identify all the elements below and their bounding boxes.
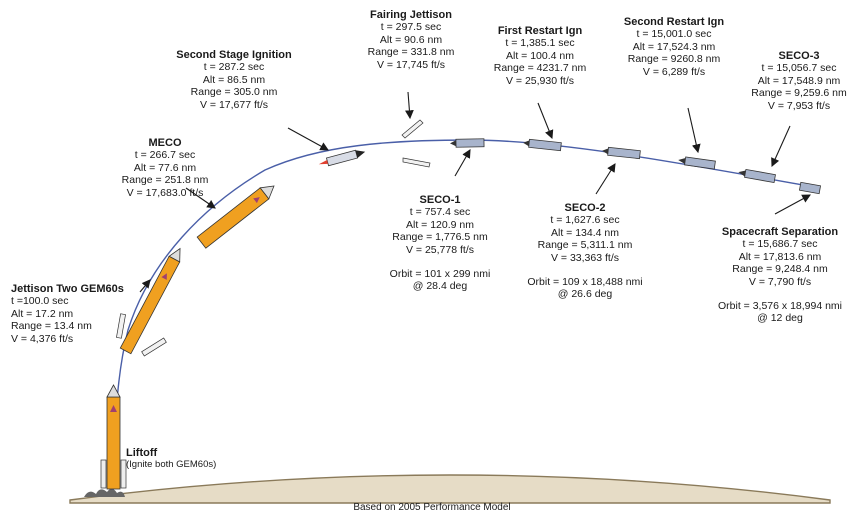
second-restart-arrow [687, 107, 701, 154]
footer-caption: Based on 2005 Performance Model [353, 502, 511, 513]
separation-orbit: Orbit = 3,576 x 18,994 nmi [717, 300, 843, 313]
gem60-jettison-label: Jettison Two GEM60s t =100.0 sec Alt = 1… [11, 283, 124, 345]
seco1-range: Range = 1,776.5 nm [392, 231, 488, 244]
seco2-arrow [595, 163, 616, 195]
separation-range: Range = 9,248.4 nm [732, 263, 828, 276]
seco1-arrow [454, 149, 471, 177]
seco2-title: SECO-2 [564, 202, 606, 214]
seco1-inclination: @ 28.4 deg [412, 280, 468, 293]
liftoff-label: Liftoff (Ignite both GEM60s) [126, 447, 216, 472]
second-stage-ignition-velocity: V = 17,677 ft/s [199, 98, 268, 111]
seco3-range: Range = 9,259.6 nm [751, 87, 847, 100]
second-stage-vehicle [318, 149, 366, 167]
second-stage-ignition-time: t = 287.2 sec [203, 61, 265, 74]
seco1-time: t = 757.4 sec [409, 206, 471, 219]
liftoff-title: Liftoff [126, 447, 158, 459]
separation-vehicle [798, 181, 822, 195]
meco-range: Range = 251.8 nm [121, 174, 209, 187]
gem60-jettison-velocity: V = 4,376 ft/s [11, 332, 74, 345]
fairing-halves [401, 119, 431, 168]
first-restart-alt: Alt = 100.4 nm [506, 49, 574, 62]
second-stage-ignition-label: Second Stage Ignition t = 287.2 sec Alt … [164, 49, 304, 111]
fairing-jettison-velocity: V = 17,745 ft/s [376, 58, 445, 71]
meco-velocity: V = 17,683.0 ft/s [126, 186, 204, 199]
seco1-label: SECO-1 t = 757.4 sec Alt = 120.9 nm Rang… [370, 194, 510, 293]
gem60-jettison-time: t =100.0 sec [11, 295, 69, 308]
first-restart-velocity: V = 25,930 ft/s [505, 74, 574, 87]
first-restart-time: t = 1,385.1 sec [505, 37, 575, 50]
gem60-arrow [139, 279, 151, 293]
second-restart-velocity: V = 6,289 ft/s [642, 65, 706, 78]
seco1-orbit: Orbit = 101 x 299 nmi [389, 268, 491, 281]
seco2-velocity: V = 33,363 ft/s [550, 251, 619, 264]
seco2-label: SECO-2 t = 1,627.6 sec Alt = 134.4 nm Ra… [510, 202, 660, 301]
seco1-velocity: V = 25,778 ft/s [405, 243, 474, 256]
meco-title: MECO [148, 137, 182, 149]
separation-inclination: @ 12 deg [757, 312, 803, 325]
separation-alt: Alt = 17,813.6 nm [738, 250, 822, 263]
earth-surface [69, 474, 831, 504]
first-restart-arrow [537, 102, 554, 140]
fairing-vehicle [450, 138, 485, 148]
seco3-vehicle [738, 168, 776, 184]
first-restart-vehicle [523, 138, 562, 152]
separation-arrow [774, 194, 811, 215]
first-restart-range: Range = 4231.7 nm [493, 62, 587, 75]
meco-alt: Alt = 77.6 nm [133, 161, 197, 174]
meco-time: t = 266.7 sec [134, 149, 196, 162]
second-stage-ignition-title: Second Stage Ignition [176, 49, 292, 61]
gem60-jettison-vehicle [119, 247, 181, 355]
seco2-range: Range = 5,311.1 nm [537, 239, 633, 252]
seco3-alt: Alt = 17,548.9 nm [757, 74, 841, 87]
seco2-inclination: @ 26.6 deg [557, 288, 613, 301]
fairing-arrow [405, 91, 414, 120]
seco3-arrow [771, 125, 791, 168]
separation-title: Spacecraft Separation [721, 226, 839, 238]
jettisoned-gem60-left [116, 313, 126, 339]
separation-time: t = 15,686.7 sec [742, 238, 818, 251]
seco1-title: SECO-1 [419, 194, 461, 206]
liftoff-note: (Ignite both GEM60s) [126, 459, 217, 471]
fairing-jettison-alt: Alt = 90.6 nm [379, 33, 443, 46]
fairing-jettison-time: t = 297.5 sec [380, 21, 442, 34]
second-restart-range: Range = 9260.8 nm [627, 53, 721, 66]
first-restart-title: First Restart Ign [497, 25, 583, 37]
second-stage-ignition-range: Range = 305.0 nm [190, 86, 278, 99]
first-restart-label: First Restart Ign t = 1,385.1 sec Alt = … [480, 25, 600, 87]
second-restart-time: t = 15,001.0 sec [636, 28, 712, 41]
separation-velocity: V = 7,790 ft/s [748, 275, 812, 288]
meco-label: MECO t = 266.7 sec Alt = 77.6 nm Range =… [100, 137, 230, 199]
fairing-jettison-label: Fairing Jettison t = 297.5 sec Alt = 90.… [356, 9, 466, 71]
seco1-alt: Alt = 120.9 nm [406, 218, 474, 231]
seco3-velocity: V = 7,953 ft/s [767, 99, 831, 112]
seco3-label: SECO-3 t = 15,056.7 sec Alt = 17,548.9 n… [746, 50, 852, 112]
meco-arrow [185, 187, 216, 209]
second-restart-alt: Alt = 17,524.3 nm [632, 40, 716, 53]
second-restart-title: Second Restart Ign [623, 16, 725, 28]
seco2-time: t = 1,627.6 sec [550, 214, 620, 227]
seco3-time: t = 15,056.7 sec [761, 62, 837, 75]
second-restart-vehicle [678, 156, 716, 170]
gem60-jettison-title: Jettison Two GEM60s [11, 283, 124, 295]
seco2-orbit: Orbit = 109 x 18,488 nmi [527, 276, 643, 289]
liftoff-vehicle [100, 384, 127, 490]
gem60-jettison-alt: Alt = 17.2 nm [11, 307, 74, 320]
seco3-title: SECO-3 [778, 50, 820, 62]
second-restart-label: Second Restart Ign t = 15,001.0 sec Alt … [612, 16, 736, 78]
seco2-alt: Alt = 134.4 nm [551, 226, 619, 239]
gem60-jettison-range: Range = 13.4 nm [11, 320, 92, 333]
seco2-vehicle [602, 146, 641, 160]
fairing-jettison-range: Range = 331.8 nm [367, 46, 455, 59]
launch-smoke [84, 488, 125, 497]
meco-vehicle [196, 185, 275, 249]
jettisoned-gem60-right [141, 337, 167, 357]
second-stage-ignition-alt: Alt = 86.5 nm [202, 73, 266, 86]
second-stage-arrow [287, 127, 329, 151]
spacecraft-separation-label: Spacecraft Separation t = 15,686.7 sec A… [700, 226, 860, 325]
fairing-jettison-title: Fairing Jettison [370, 9, 452, 21]
